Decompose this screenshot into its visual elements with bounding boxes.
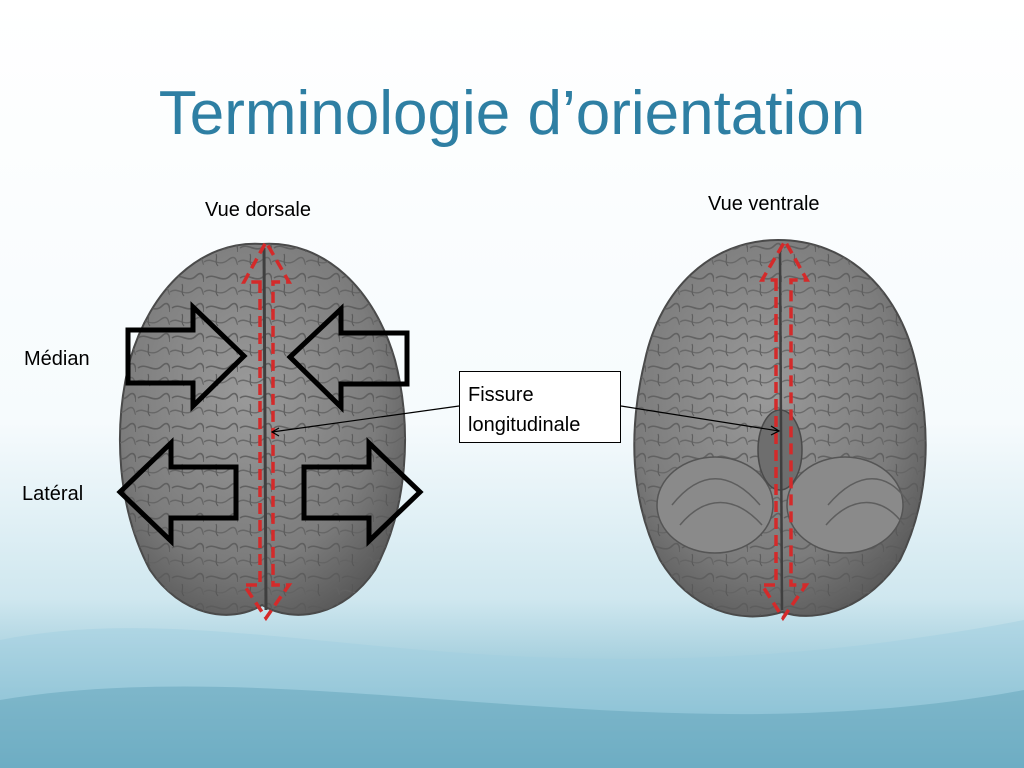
lateral-arrow-right	[301, 437, 424, 547]
median-arrow-right	[286, 303, 410, 413]
lateral-label: Latéral	[22, 483, 84, 505]
median-label: Médian	[24, 348, 90, 370]
lateral-arrow-left	[116, 437, 239, 547]
dorsal-view-label: Vue dorsale	[205, 199, 311, 221]
ventral-brain-image	[633, 238, 927, 618]
callout-line-1: Fissure	[468, 384, 534, 406]
ventral-view-label: Vue ventrale	[708, 193, 820, 215]
dorsal-midline-arrow	[240, 238, 293, 622]
ventral-midline-arrow	[758, 237, 810, 622]
longitudinal-fissure-callout: Fissure longitudinale	[459, 371, 621, 443]
callout-leader-lines	[270, 405, 781, 437]
median-arrow-left	[125, 301, 248, 412]
callout-line-2: longitudinale	[468, 414, 581, 436]
slide-title: Terminologie d’orientation	[158, 79, 866, 148]
dorsal-brain-image	[119, 242, 406, 616]
